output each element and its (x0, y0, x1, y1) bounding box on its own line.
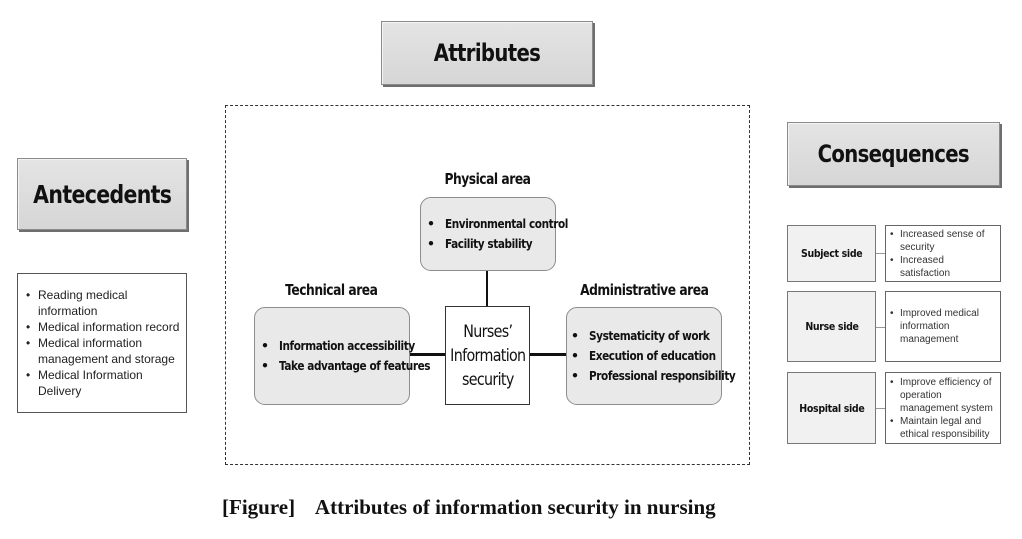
consequences-header: Consequences (787, 122, 1000, 186)
administrative-area-title: Administrative area (580, 281, 709, 299)
physical-item: Environmental control (425, 214, 591, 234)
figure-caption: [Figure] Attributes of information secur… (222, 495, 716, 519)
antecedent-item: Medical Information Delivery (24, 367, 182, 399)
nurses-information-security-box: Nurses’ Information security (445, 306, 530, 405)
physical-area-title: Physical area (444, 170, 531, 188)
physical-area-list: Environmental control Facility stability (425, 214, 591, 254)
nurse-consequence-list: Improved medical information management (888, 307, 996, 346)
technical-item: Information accessibility (259, 336, 459, 356)
antecedents-header-label: Antecedents (32, 179, 172, 209)
subject-side-consequences: Increased sense of security Increased sa… (885, 225, 1001, 282)
antecedent-item: Reading medical information (24, 287, 182, 319)
technical-item: Take advantage of features (259, 356, 459, 376)
antecedent-item: Medical information record (24, 319, 182, 335)
connector-hospital (876, 408, 886, 409)
consequence-item: Maintain legal and ethical responsibilit… (888, 415, 996, 441)
hospital-consequence-list: Improve efficiency of operation manageme… (888, 376, 996, 441)
administrative-item: Systematicity of work (569, 326, 763, 346)
attributes-header-label: Attributes (433, 39, 541, 67)
nurse-side-consequences: Improved medical information management (885, 291, 1001, 362)
technical-area-list: Information accessibility Take advantage… (259, 336, 459, 376)
connector-center-administrative (529, 353, 567, 356)
connector-physical-center (486, 271, 488, 307)
antecedent-item: Medical information management and stora… (24, 335, 182, 367)
attributes-header: Attributes (381, 21, 593, 85)
administrative-item: Professional responsibility (569, 366, 763, 386)
center-label: Nurses’ Information security (449, 321, 526, 390)
connector-nurse (876, 327, 886, 328)
consequence-item: Improve efficiency of operation manageme… (888, 376, 996, 415)
consequence-item: Improved medical information management (888, 307, 996, 346)
consequence-item: Increased satisfaction (888, 254, 996, 280)
subject-consequence-list: Increased sense of security Increased sa… (888, 228, 996, 280)
technical-area-box: Information accessibility Take advantage… (254, 307, 431, 405)
connector-subject (876, 253, 886, 254)
technical-area-title: Technical area (285, 281, 378, 299)
hospital-side-box: Hospital side (787, 372, 876, 444)
antecedents-list-box: Reading medical information Medical info… (17, 273, 187, 413)
administrative-area-list: Systematicity of work Execution of educa… (569, 326, 763, 386)
administrative-item: Execution of education (569, 346, 763, 366)
connector-technical-center (410, 353, 446, 356)
consequences-header-label: Consequences (817, 140, 970, 168)
attributes-container (225, 105, 750, 465)
antecedents-list: Reading medical information Medical info… (24, 287, 182, 399)
subject-side-box: Subject side (787, 225, 876, 282)
administrative-area-box: Systematicity of work Execution of educa… (566, 307, 736, 405)
physical-item: Facility stability (425, 234, 591, 254)
consequence-item: Increased sense of security (888, 228, 996, 254)
nurse-side-box: Nurse side (787, 291, 876, 362)
hospital-side-consequences: Improve efficiency of operation manageme… (885, 372, 1001, 444)
antecedents-header: Antecedents (17, 158, 187, 230)
physical-area-box: Environmental control Facility stability (420, 197, 568, 271)
